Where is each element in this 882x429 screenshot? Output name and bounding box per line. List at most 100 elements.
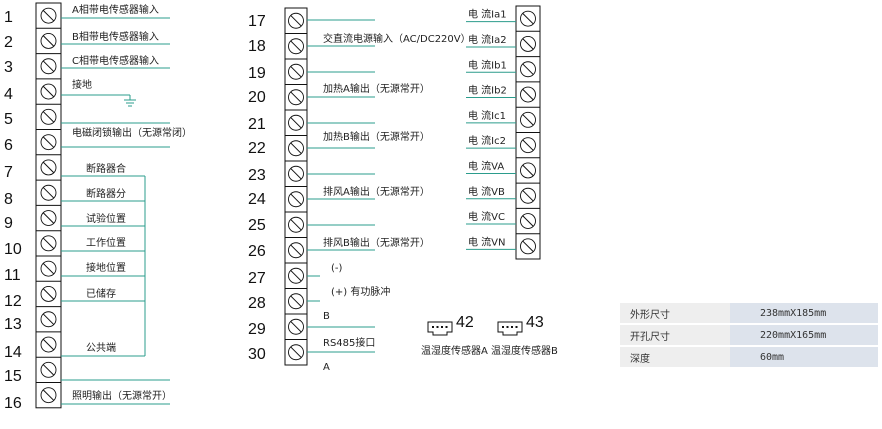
terminal-label: B <box>323 311 330 322</box>
terminal-number: 8 <box>4 191 13 208</box>
screw-slot <box>42 161 55 174</box>
terminal-label: 接地位置 <box>86 261 126 274</box>
terminal-number: 26 <box>248 243 266 260</box>
screw-slot <box>522 139 534 151</box>
terminal-number: 2 <box>4 34 13 51</box>
terminal-label: 试验位置 <box>86 212 126 225</box>
terminal-number: 9 <box>4 215 13 232</box>
screw-slot <box>42 9 55 22</box>
terminal-number: 27 <box>248 270 266 287</box>
connector-pin <box>441 326 443 328</box>
screw-slot <box>290 66 302 78</box>
connector-pin <box>515 326 518 328</box>
terminal-label: C相带电传感器输入 <box>72 54 159 67</box>
terminal-number: 5 <box>4 111 13 128</box>
terminal-number: 10 <box>4 241 22 258</box>
screw-slot <box>290 40 302 52</box>
screw-slot <box>290 346 302 358</box>
screw-slot <box>42 313 55 325</box>
terminal-label: (+) 有功脉冲 <box>331 285 390 298</box>
spec-key: 外形尺寸 <box>620 303 730 323</box>
terminal-label: 加热A输出（无源常开） <box>323 82 430 95</box>
spec-value: 60mm <box>730 347 878 367</box>
screw-slot <box>42 187 55 199</box>
connector-pin <box>506 326 509 328</box>
terminal-number: 18 <box>248 38 266 55</box>
terminal-label: A <box>323 362 330 373</box>
current-terminal-label: 电 流Ic1 <box>468 109 506 122</box>
screw-slot <box>42 364 55 376</box>
terminal-label: 电磁闭锁输出（无源常闭） <box>72 126 192 139</box>
terminal-number: 14 <box>4 344 22 361</box>
terminal-label: B相带电传感器输入 <box>72 30 159 43</box>
sensor-label: 温湿度传感器B <box>491 344 558 357</box>
terminal-number: 11 <box>4 267 21 284</box>
screw-slot <box>522 114 534 126</box>
screw-slot <box>290 219 302 231</box>
screw-slot <box>522 38 534 50</box>
terminal-number: 15 <box>4 368 22 385</box>
terminal-label: 加热B输出（无源常开） <box>323 130 430 143</box>
terminal-number: 12 <box>4 293 22 310</box>
terminal-number: 24 <box>248 191 266 208</box>
current-terminal-label: 电 流VC <box>468 210 505 223</box>
screw-slot <box>522 63 534 75</box>
terminal-label: (-) <box>331 263 343 274</box>
current-terminal-label: 电 流Ib1 <box>468 58 507 71</box>
current-terminal-label: 电 流Ia2 <box>468 33 507 46</box>
screw-slot <box>290 117 302 129</box>
spec-key: 开孔尺寸 <box>620 325 730 345</box>
current-terminal-label: 电 流VA <box>468 159 504 172</box>
terminal-number: 3 <box>4 59 13 76</box>
spec-value: 220mmX165mm <box>730 325 878 345</box>
screw-slot <box>42 136 55 148</box>
terminal-label: A相带电传感器输入 <box>72 3 159 16</box>
connector-pin <box>445 326 448 328</box>
screw-slot <box>522 240 534 253</box>
current-terminal-label: 电 流Ia1 <box>468 8 507 21</box>
screw-slot <box>42 262 55 275</box>
terminal-number: 13 <box>4 316 22 333</box>
terminal-label: 排风A输出（无源常开） <box>323 185 430 198</box>
screw-slot <box>290 142 302 154</box>
screw-slot <box>522 88 534 101</box>
terminal-number: 25 <box>248 217 266 234</box>
terminal-number: 1 <box>4 9 13 26</box>
terminal-label: 工作位置 <box>86 236 126 249</box>
terminal-number: 29 <box>248 321 266 338</box>
terminal-number: 19 <box>248 65 266 82</box>
terminal-label: 交直流电源输入（AC/DC220V） <box>323 32 471 45</box>
screw-slot <box>42 85 55 98</box>
sensor-connector-icon <box>427 321 453 336</box>
screw-slot <box>42 35 55 47</box>
connector-pin <box>432 326 434 328</box>
screw-slot <box>522 12 534 25</box>
screw-slot <box>522 164 534 177</box>
terminal-label: 照明输出（无源常开） <box>72 389 172 402</box>
connector-pin <box>511 326 513 328</box>
terminal-label: 接地 <box>72 78 92 91</box>
terminal-number: 16 <box>4 395 22 412</box>
connector-pin <box>436 326 439 328</box>
screw-slot <box>42 111 55 123</box>
sensor-number: 42 <box>456 314 474 331</box>
screw-slot <box>522 215 534 227</box>
screw-slot <box>42 212 55 224</box>
screw-slot <box>42 338 55 351</box>
screw-slot <box>290 270 302 282</box>
terminal-number: 28 <box>248 295 266 312</box>
terminal-number: 23 <box>248 167 266 184</box>
terminal-number: 4 <box>4 86 13 103</box>
sensor-connector-icon <box>497 321 523 336</box>
current-terminal-label: 电 流VB <box>468 185 505 198</box>
terminal-label: 排风B输出（无源常开） <box>323 236 430 249</box>
terminal-label: RS485接口 <box>323 336 375 349</box>
